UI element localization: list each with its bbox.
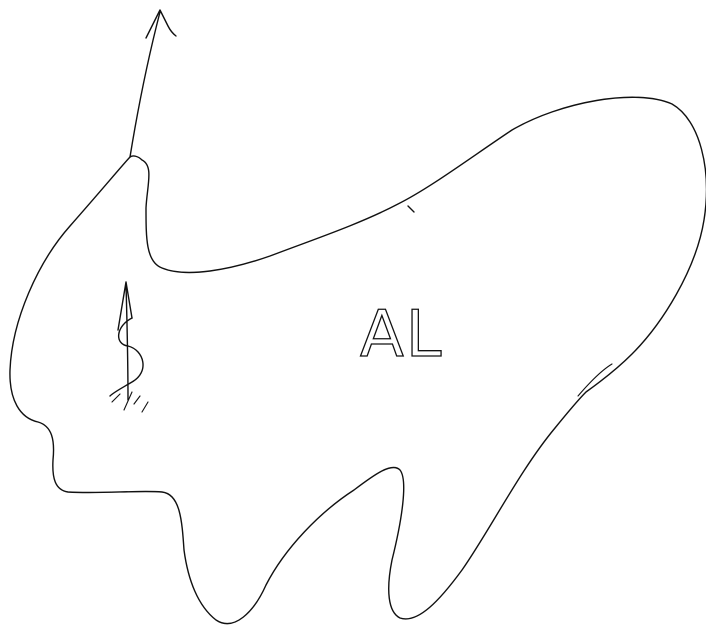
lower-right-stroke — [578, 364, 612, 396]
shape-outline — [10, 97, 706, 623]
tick-mark — [408, 206, 414, 212]
outward-arrow-shaft — [130, 12, 160, 157]
inner-arrow-shaft — [126, 284, 128, 400]
outward-arrow-head — [146, 10, 176, 38]
region-label: AL — [360, 298, 443, 372]
inner-scratch-marks — [112, 392, 148, 412]
